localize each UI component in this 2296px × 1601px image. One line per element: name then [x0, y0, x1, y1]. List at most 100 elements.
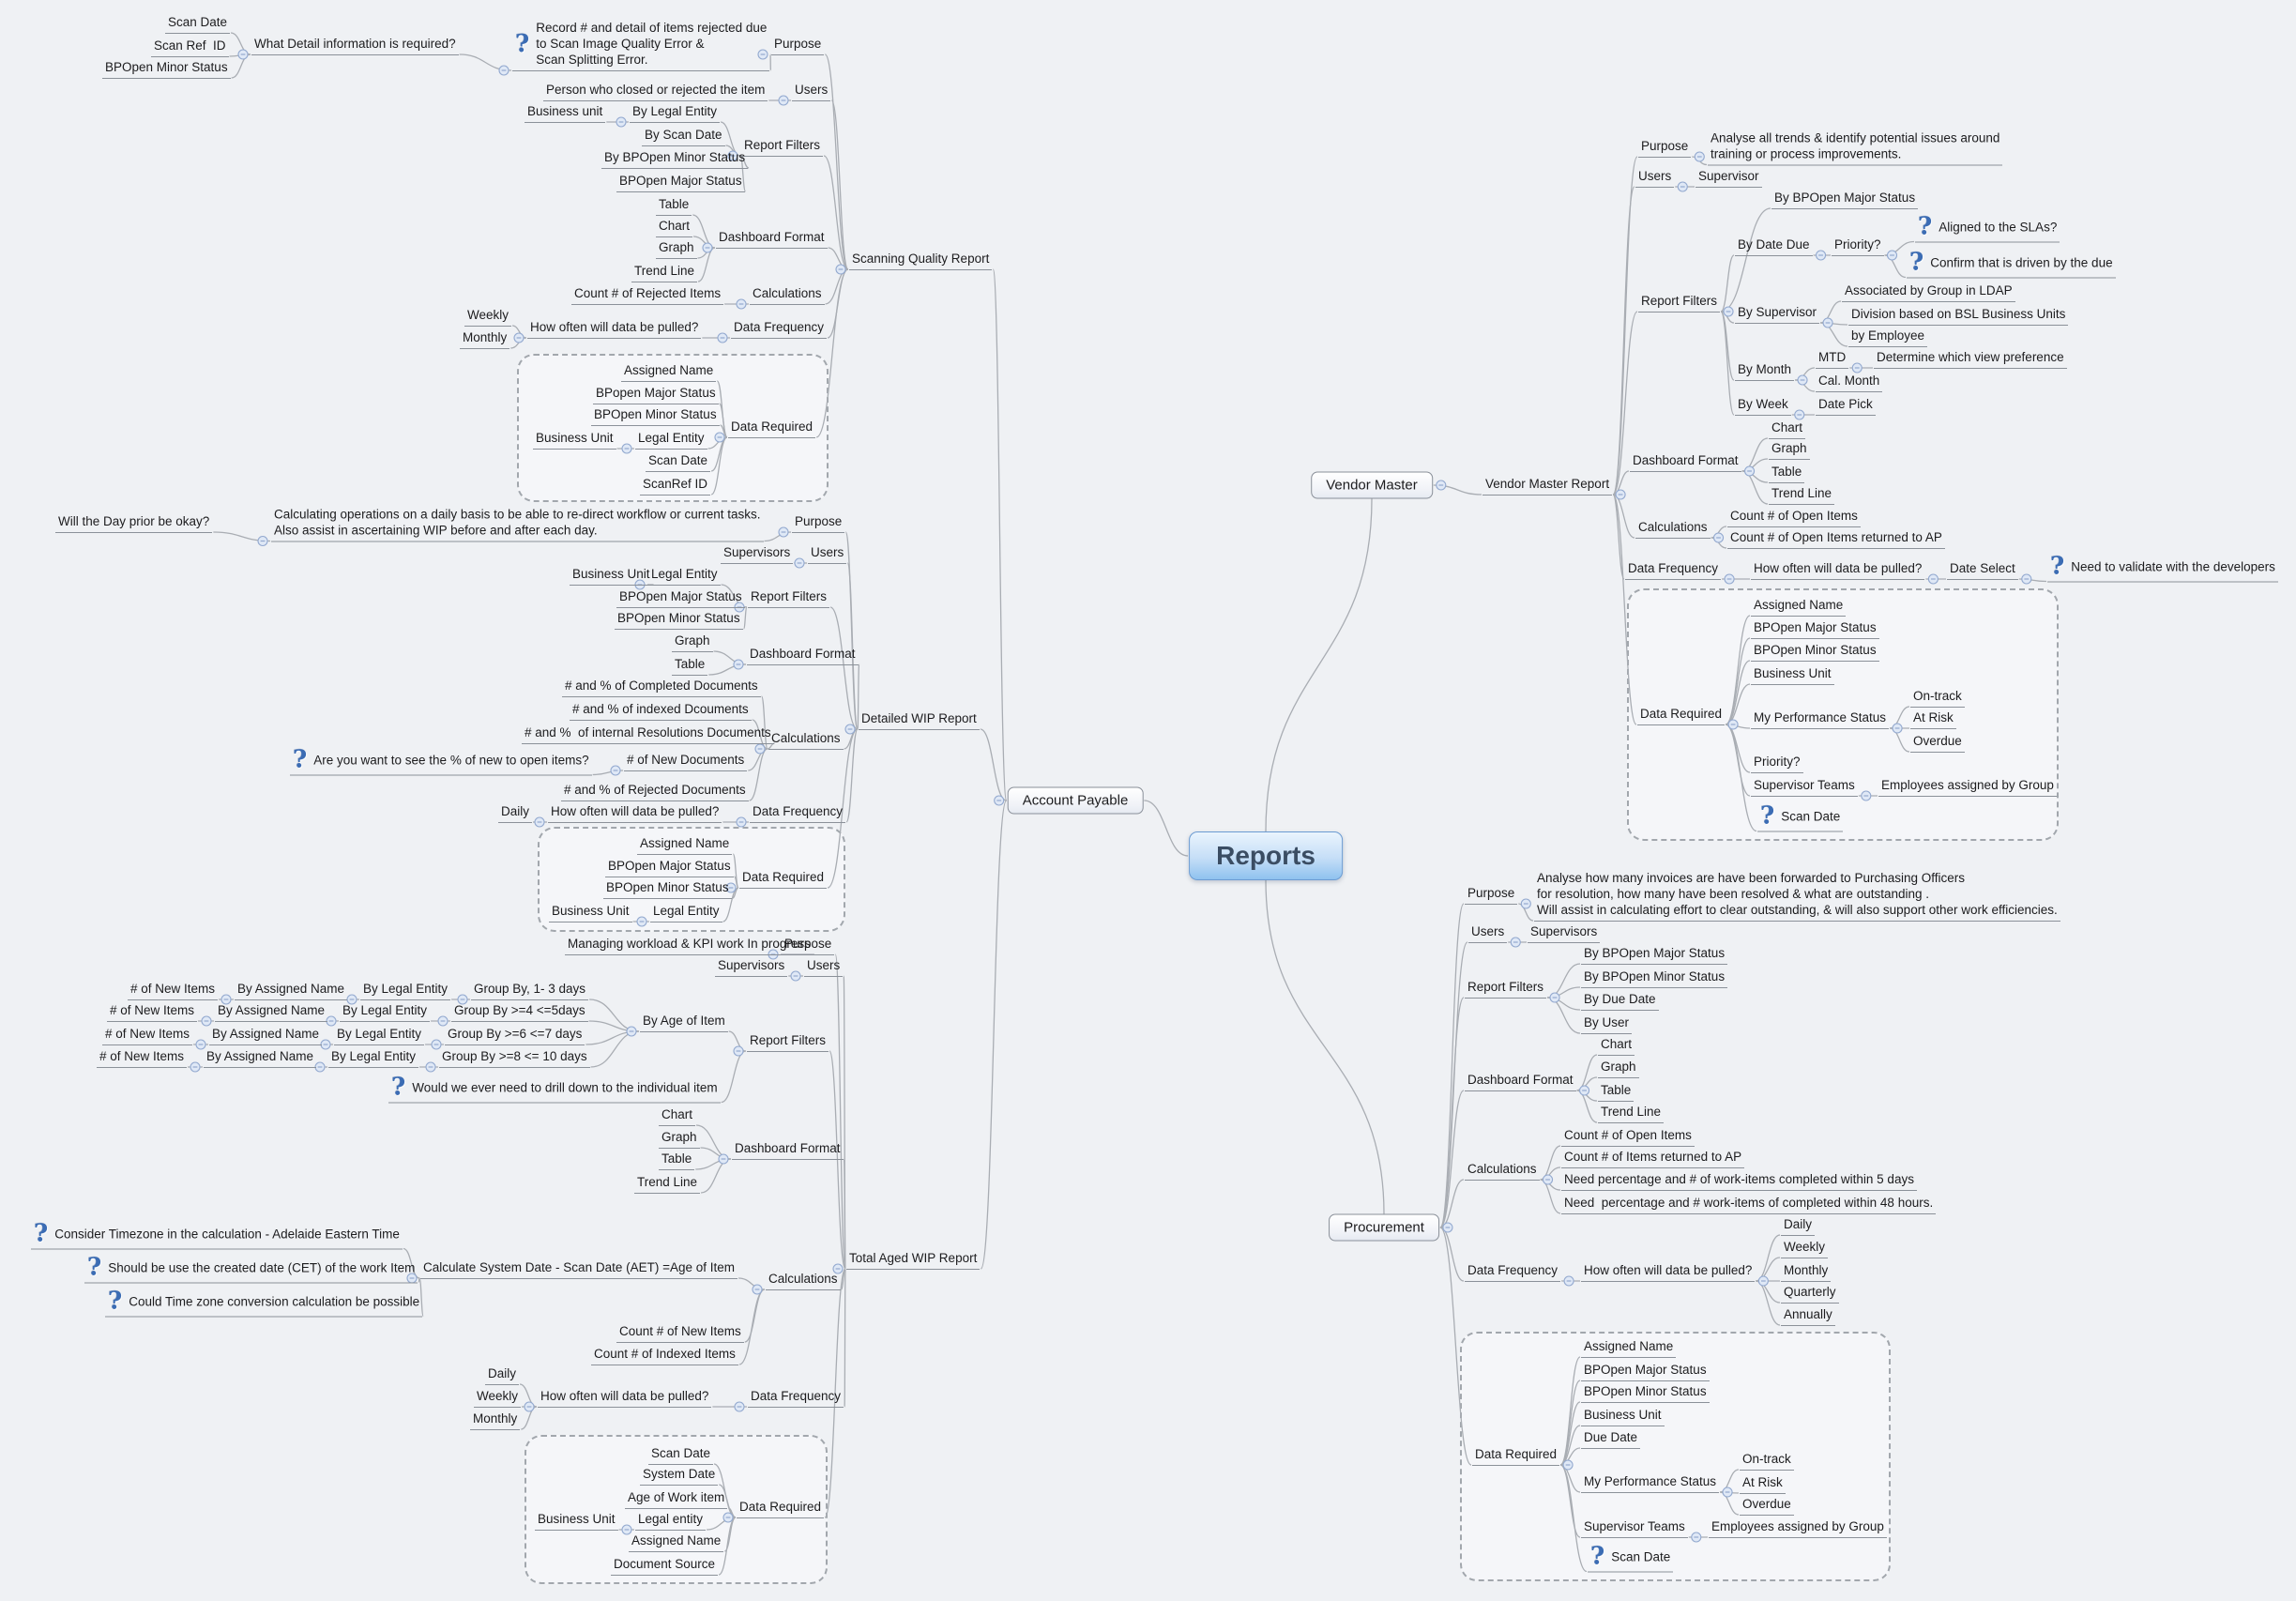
tar-r2-group[interactable]: Group By >=4 <=5days: [451, 1001, 588, 1022]
dwr-rf-legal-entity[interactable]: Legal Entity: [648, 565, 721, 586]
collapse-toggle[interactable]: [778, 526, 789, 538]
dwr-dr-business-unit[interactable]: Business Unit: [549, 902, 632, 922]
collapse-toggle[interactable]: [736, 298, 747, 310]
vm-purpose-text[interactable]: Analyse all trends & identify potential …: [1708, 130, 2003, 166]
collapse-toggle[interactable]: [718, 1153, 729, 1165]
sqr-dr-business-unit[interactable]: Business Unit: [533, 429, 616, 450]
tar-r2-legal[interactable]: By Legal Entity: [340, 1001, 431, 1022]
tar-r3-group[interactable]: Group By >=6 <=7 days: [445, 1025, 585, 1045]
dwr-users-supervisors[interactable]: Supervisors: [721, 543, 794, 564]
vm-rf-q-due[interactable]: ?Confirm that is driven by the due: [1907, 250, 2116, 279]
dwr-calc-internal[interactable]: # and % of internal Resolutions Document…: [522, 724, 774, 744]
dwr-report-filters[interactable]: Report Filters: [748, 587, 830, 608]
tar-r3-new[interactable]: # of New Items: [102, 1025, 193, 1045]
pr-dr-at-risk[interactable]: At Risk: [1740, 1473, 1786, 1494]
dwr[interactable]: Detailed WIP Report: [859, 709, 980, 730]
collapse-toggle[interactable]: [835, 264, 846, 275]
vm-rf-date-pick[interactable]: Date Pick: [1816, 395, 1876, 416]
tar-r1-group[interactable]: Group By, 1- 3 days: [471, 980, 589, 1000]
pr-dr-assigned-name[interactable]: Assigned Name: [1581, 1337, 1677, 1358]
collapse-toggle[interactable]: [844, 724, 856, 735]
vm-dr-at-risk[interactable]: At Risk: [1910, 709, 1956, 729]
dwr-df-table[interactable]: Table: [672, 655, 708, 676]
tar-r1-assigned[interactable]: By Assigned Name: [235, 980, 348, 1000]
vm-rf-ldap[interactable]: Associated by Group in LDAP: [1842, 282, 2015, 302]
pr-rf-minor[interactable]: By BPOpen Minor Status: [1581, 968, 1728, 988]
dwr-calc-indexed[interactable]: # and % of indexed Dcouments: [570, 700, 752, 721]
vm-rf-major[interactable]: By BPOpen Major Status: [1771, 189, 1919, 209]
vm-data-frequency[interactable]: Data Frequency: [1625, 559, 1722, 580]
tar-dr-legal-entity[interactable]: Legal entity: [635, 1510, 707, 1531]
sqr-df-table[interactable]: Table: [656, 195, 692, 216]
dwr-purpose-text[interactable]: Calculating operations on a daily basis …: [271, 506, 764, 542]
dwr-dr-major[interactable]: BPOpen Major Status: [605, 857, 734, 877]
pr-freq-quarterly[interactable]: Quarterly: [1781, 1283, 1839, 1304]
tar-calc-formula[interactable]: Calculate System Date - Scan Date (AET) …: [420, 1258, 738, 1279]
tar-df-graph[interactable]: Graph: [659, 1128, 700, 1149]
collapse-toggle[interactable]: [1744, 465, 1756, 477]
sqr-scan-ref-id[interactable]: Scan Ref ID: [151, 37, 229, 57]
collapse-toggle[interactable]: [794, 557, 805, 569]
tar-r4-legal[interactable]: By Legal Entity: [328, 1047, 419, 1068]
pr-purpose[interactable]: Purpose: [1465, 884, 1518, 905]
vm-freq-how[interactable]: How often will data be pulled?: [1751, 559, 1925, 580]
dwr-calc-new[interactable]: # of New Documents: [624, 751, 748, 771]
tar-r4-new[interactable]: # of New Items: [97, 1047, 188, 1068]
dwr-data-frequency[interactable]: Data Frequency: [750, 802, 846, 823]
pr-freq-how[interactable]: How often will data be pulled?: [1581, 1261, 1756, 1282]
sqr-calculations[interactable]: Calculations: [750, 284, 825, 305]
collapse-toggle[interactable]: [2021, 573, 2032, 585]
vm-dr-supervisor-teams[interactable]: Supervisor Teams: [1751, 776, 1858, 797]
collapse-toggle[interactable]: [626, 1026, 637, 1037]
pr-calc-returned[interactable]: Count # of Items returned to AP: [1561, 1148, 1745, 1168]
sqr-dr-assigned-name[interactable]: Assigned Name: [621, 361, 717, 382]
pr-df-table[interactable]: Table: [1598, 1081, 1635, 1102]
vm-rf-priority[interactable]: Priority?: [1832, 236, 1884, 256]
tar-purpose-text[interactable]: Managing workload & KPI work In progress: [565, 935, 813, 955]
sqr-dr-scanref-id[interactable]: ScanRef ID: [640, 475, 711, 496]
vm-freq-validate[interactable]: ?Need to validate with the developers: [2047, 554, 2278, 583]
vm-calc-open[interactable]: Count # of Open Items: [1727, 507, 1861, 527]
tar-dr-assigned-name[interactable]: Assigned Name: [629, 1532, 724, 1552]
collapse-toggle[interactable]: [1723, 306, 1734, 317]
pr-dr-overdue[interactable]: Overdue: [1740, 1495, 1794, 1516]
tar-dashboard-format[interactable]: Dashboard Format: [732, 1139, 844, 1160]
collapse-toggle[interactable]: [1712, 532, 1725, 543]
collapse-toggle[interactable]: [1757, 1275, 1769, 1287]
vm-dashboard-format[interactable]: Dashboard Format: [1630, 451, 1741, 472]
sqr-df-trend[interactable]: Trend Line: [631, 262, 698, 282]
vm-rf-division[interactable]: Division based on BSL Business Units: [1848, 305, 2069, 326]
dwr-dashboard-format[interactable]: Dashboard Format: [747, 645, 859, 665]
tar-by-age[interactable]: By Age of Item: [640, 1012, 728, 1032]
tar-r2-new[interactable]: # of New Items: [107, 1001, 198, 1022]
vendor-master[interactable]: Vendor Master: [1311, 471, 1433, 499]
sqr-rf-by-bpopen-minor[interactable]: By BPOpen Minor Status: [601, 148, 749, 169]
vm-report-filters[interactable]: Report Filters: [1638, 292, 1721, 313]
pr-rf-major[interactable]: By BPOpen Major Status: [1581, 944, 1728, 965]
collapse-toggle[interactable]: [616, 116, 627, 128]
dwr-calculations[interactable]: Calculations: [768, 729, 844, 750]
dwr-freq-how[interactable]: How often will data be pulled?: [548, 802, 722, 823]
collapse-toggle[interactable]: [778, 95, 789, 106]
vm-rf-cal-month[interactable]: Cal. Month: [1816, 372, 1883, 392]
collapse-toggle[interactable]: [1886, 250, 1898, 261]
collapse-toggle[interactable]: [994, 795, 1005, 806]
collapse-toggle[interactable]: [1579, 1085, 1590, 1096]
sqr-scan-date[interactable]: Scan Date: [165, 13, 231, 34]
tar-dr-age[interactable]: Age of Work item: [625, 1488, 728, 1509]
vm-dr-employees[interactable]: Employees assigned by Group: [1878, 776, 2057, 797]
tar-r4-group[interactable]: Group By >=8 <= 10 days: [439, 1047, 590, 1068]
collapse-toggle[interactable]: [736, 816, 747, 828]
pr-dr-performance[interactable]: My Performance Status: [1581, 1472, 1720, 1493]
dwr-day-prior[interactable]: Will the Day prior be okay?: [55, 512, 213, 533]
collapse-toggle[interactable]: [1724, 573, 1735, 585]
tar[interactable]: Total Aged WIP Report: [846, 1249, 981, 1270]
vm-df-chart[interactable]: Chart: [1769, 419, 1806, 439]
dwr-rf-major[interactable]: BPOpen Major Status: [616, 587, 745, 608]
collapse-toggle[interactable]: [237, 49, 249, 60]
vm-rf-employee[interactable]: by Employee: [1848, 327, 1928, 347]
collapse-toggle[interactable]: [1815, 250, 1827, 261]
collapse-toggle[interactable]: [1797, 374, 1808, 386]
dwr-rf-minor[interactable]: BPOpen Minor Status: [615, 609, 743, 630]
pr-purpose-text[interactable]: Analyse how many invoices are have been …: [1534, 869, 2060, 922]
